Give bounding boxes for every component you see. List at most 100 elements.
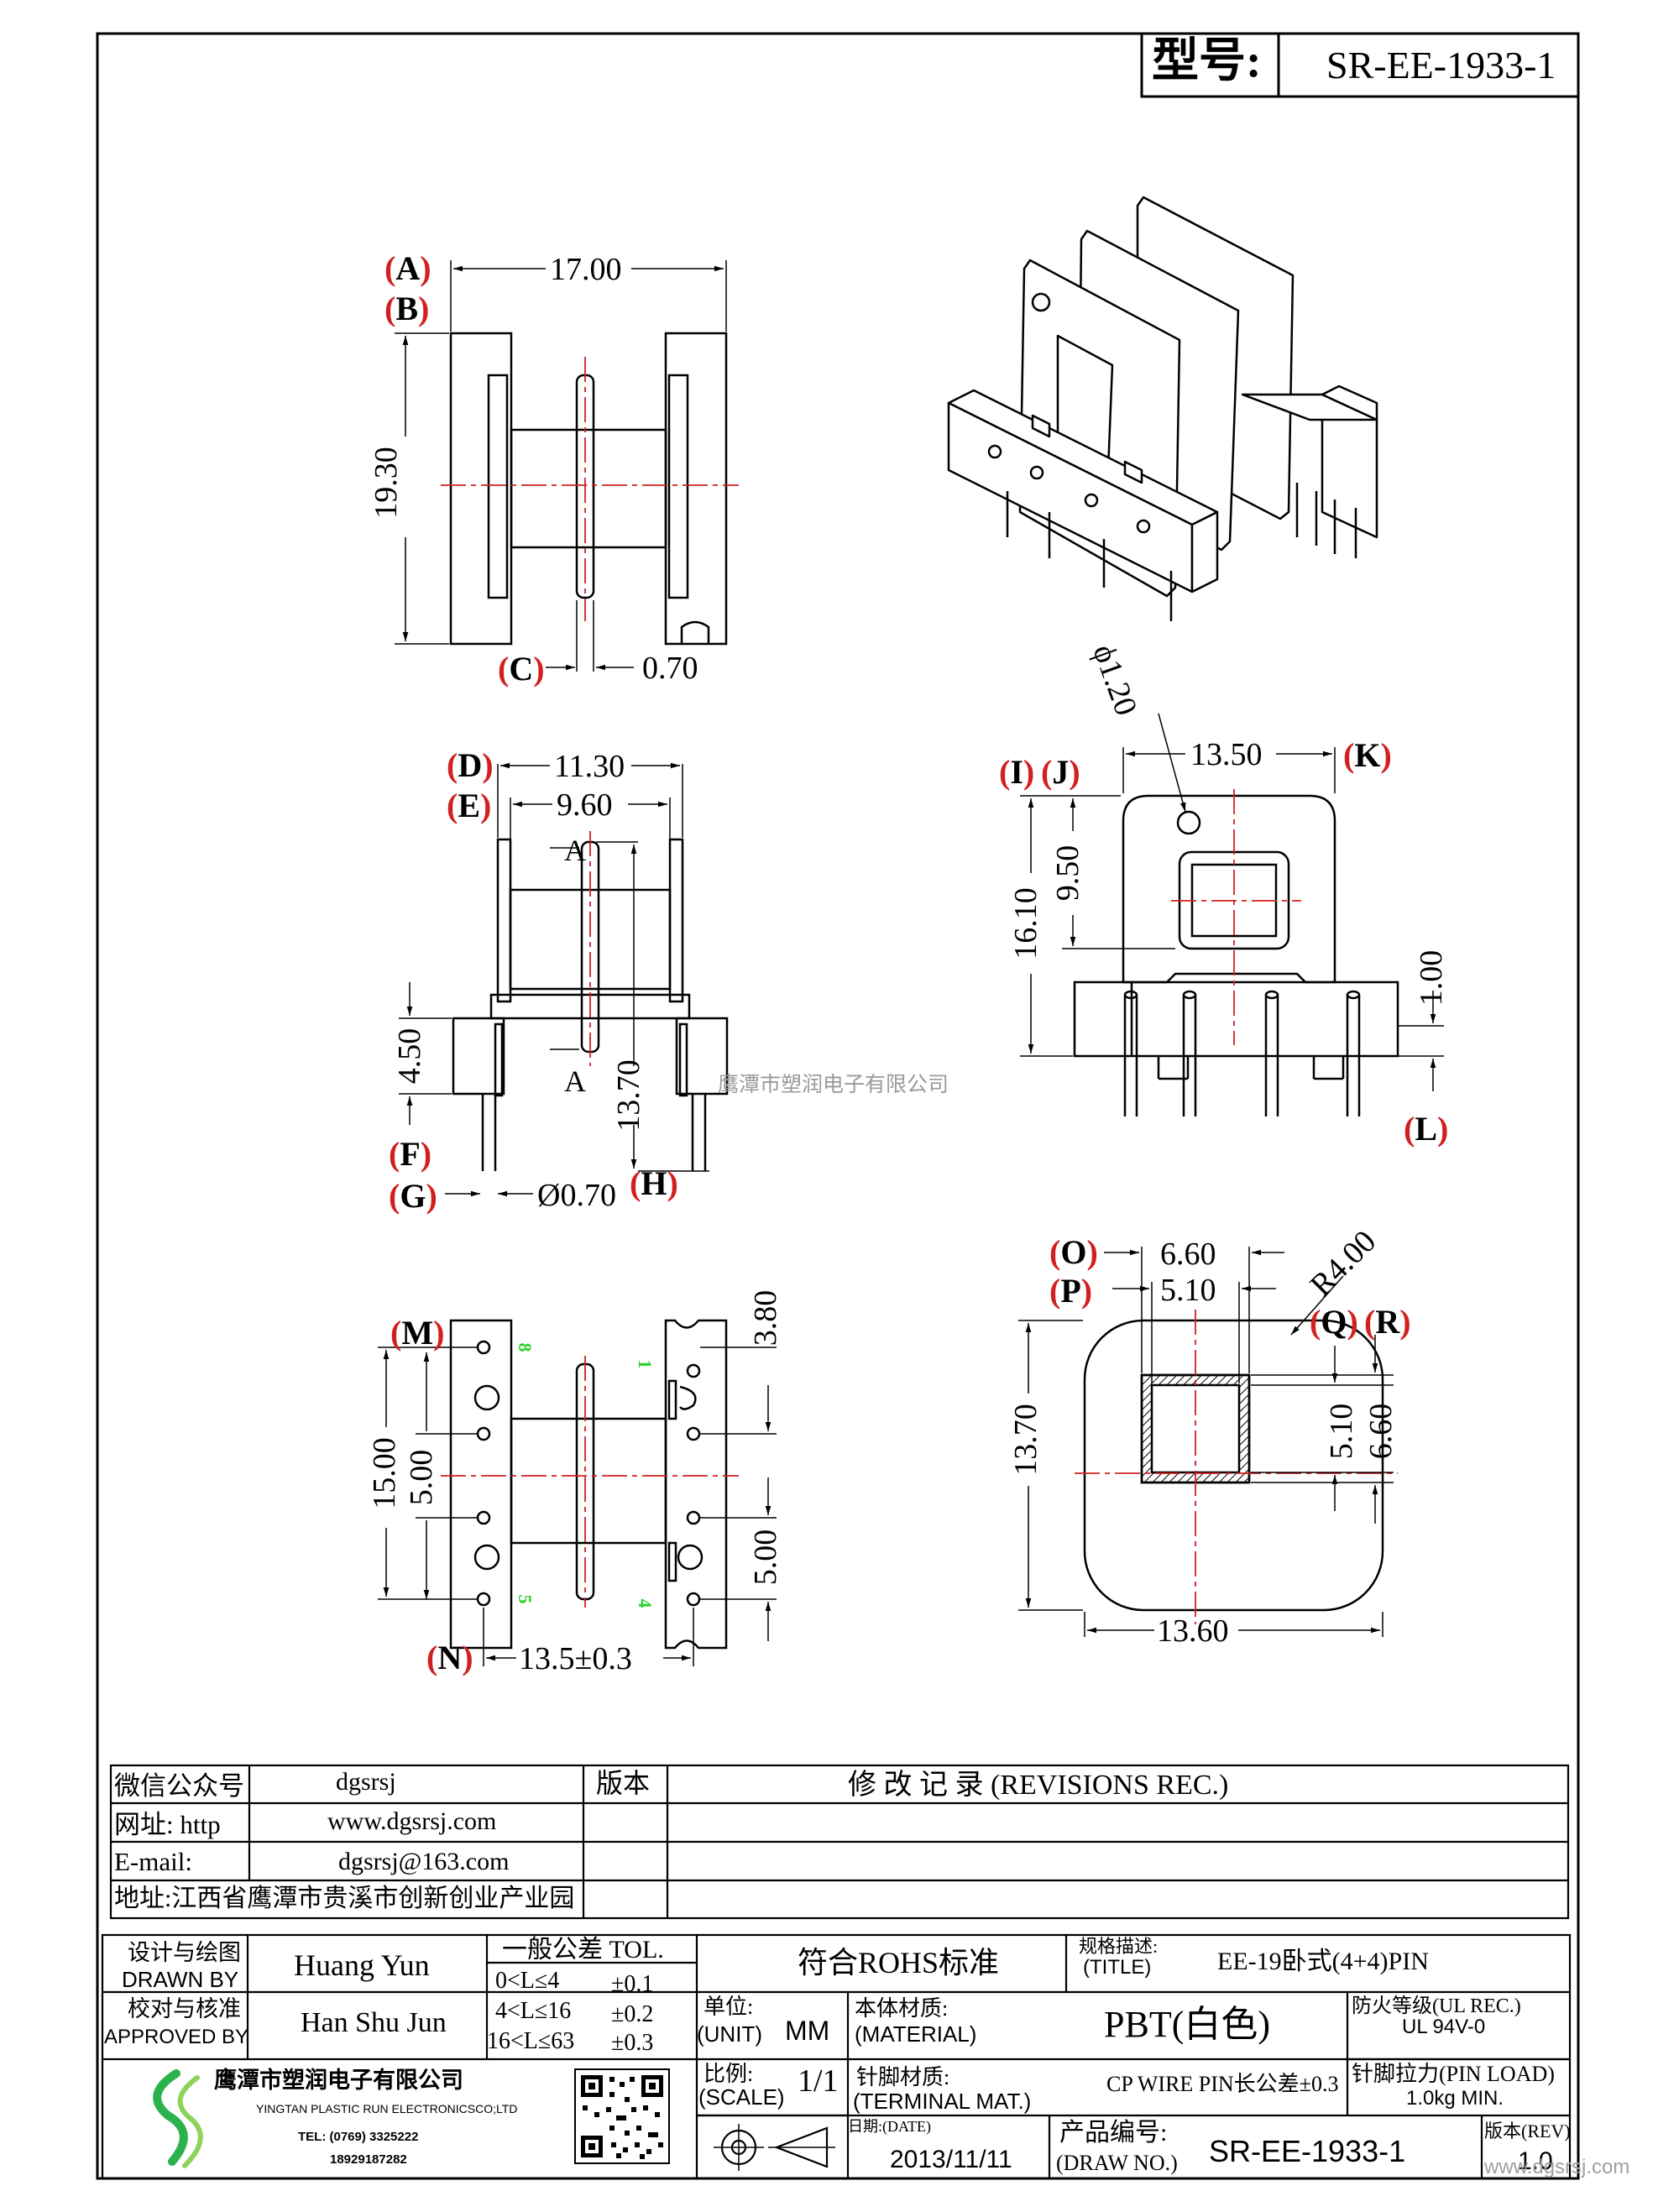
- title-block: [101, 1933, 1572, 2180]
- rev-label: 版本(REV): [1484, 2120, 1571, 2141]
- material-cn: 本体材质:: [855, 1996, 949, 2021]
- marker-e: (E): [447, 787, 492, 824]
- title-en: (TITLE): [1083, 1956, 1152, 1979]
- dim-15-00: 15.00: [367, 1437, 402, 1509]
- marker-g: (G): [389, 1177, 437, 1215]
- marker-o: (O): [1049, 1233, 1098, 1271]
- marker-m: (M): [390, 1314, 445, 1352]
- revisions-title: 修 改 记 录 (REVISIONS REC.): [848, 1770, 1229, 1801]
- dim-4-50: 4.50: [392, 1028, 427, 1085]
- marker-l: (L): [1404, 1110, 1449, 1148]
- terminal-en: (TERMINAL MAT.): [853, 2089, 1032, 2114]
- dim-16-10: 16.10: [1008, 887, 1043, 960]
- title-value: EE-19卧式(4+4)PIN: [1217, 1948, 1429, 1975]
- dim-9-60: 9.60: [557, 787, 613, 823]
- company-name-cn: 鹰潭市塑润电子有限公司: [214, 2068, 463, 2093]
- dim-19-30: 19.30: [369, 447, 404, 519]
- site-watermark: www.dgsrsj.com: [1484, 2156, 1630, 2178]
- scale-cn: 比例:: [704, 2062, 754, 2086]
- ul-value: UL 94V-0: [1402, 2016, 1486, 2038]
- approved-by-name: Han Shu Jun: [301, 2007, 447, 2038]
- scale-en: (SCALE): [698, 2084, 785, 2110]
- dim-9-50: 9.50: [1050, 845, 1085, 902]
- company-tel: TEL: (0769) 3325222: [298, 2130, 419, 2144]
- marker-i: (I): [999, 753, 1035, 791]
- top-view: [395, 260, 739, 672]
- model-box: [1140, 32, 1580, 98]
- marker-n: (N): [426, 1639, 473, 1676]
- revisions-version-label: 版本: [596, 1768, 651, 1798]
- tol-range-2: 4<L≤16: [495, 1998, 572, 2024]
- dim-17-00: 17.00: [550, 252, 622, 287]
- company-mobile: 18929187282: [330, 2152, 407, 2167]
- address: 地址:江西省鹰潭市贵溪市创新创业产业园: [114, 1885, 575, 1912]
- drawn-by-en: DRAWN BY: [122, 1967, 239, 1992]
- iso-view: [947, 196, 1378, 621]
- tol-range-3: 16<L≤63: [487, 2028, 575, 2054]
- dim-5-00-right: 5.00: [748, 1529, 783, 1586]
- bottom-view: [378, 1319, 777, 1666]
- front-view: [1020, 713, 1444, 1116]
- dim-1-00: 1.00: [1414, 949, 1449, 1007]
- dim-0-70: 0.70: [642, 651, 698, 686]
- approved-by-en: APPROVED BY: [104, 2026, 249, 2048]
- title-cn: 规格描述:: [1079, 1936, 1159, 1957]
- qr-code: [574, 2068, 670, 2164]
- dim-5-00-left: 5.00: [404, 1449, 439, 1506]
- email-value: dgsrsj@163.com: [338, 1848, 510, 1875]
- dim-6-60-vert: 6.60: [1363, 1403, 1399, 1460]
- draw-no-cn: 产品编号:: [1059, 2119, 1168, 2147]
- draw-no-en: (DRAW NO.): [1056, 2151, 1178, 2175]
- pin-label-1: 1: [635, 1359, 656, 1369]
- marker-r: (R): [1364, 1303, 1411, 1341]
- terminal-cn: 针脚材质:: [856, 2065, 950, 2089]
- pin-label-5: 5: [515, 1594, 536, 1604]
- dim-5-10: 5.10: [1160, 1273, 1216, 1308]
- pin-load-label: 针脚拉力(PIN LOAD): [1352, 2062, 1555, 2086]
- tol-value-2: ±0.2: [611, 2001, 654, 2027]
- dim-13-60: 13.60: [1157, 1613, 1229, 1649]
- website-value: www.dgsrsj.com: [327, 1807, 497, 1835]
- dim-13-5: 13.5±0.3: [519, 1641, 632, 1676]
- unit-en: (UNIT): [697, 2021, 762, 2047]
- section-mark-bottom: A: [564, 1064, 586, 1098]
- pin-load-value: 1.0kg MIN.: [1406, 2087, 1504, 2110]
- marker-k: (K): [1343, 736, 1392, 774]
- watermark: 鹰潭市塑润电子有限公司: [718, 1073, 949, 1096]
- marker-p: (P): [1049, 1272, 1093, 1310]
- sheet-border: [96, 32, 1580, 2180]
- dim-6-60: 6.60: [1160, 1237, 1216, 1272]
- terminal-value: CP WIRE PIN长公差±0.3: [1106, 2072, 1339, 2096]
- rohs-statement: 符合ROHS标准: [798, 1946, 1000, 1979]
- drawn-by-name: Huang Yun: [294, 1948, 430, 1982]
- section-mark-top: A: [564, 834, 586, 867]
- material-en: (MATERIAL): [855, 2021, 977, 2047]
- company-logo: [153, 2069, 203, 2168]
- marker-f: (F): [389, 1135, 432, 1173]
- marker-a: (A): [384, 249, 432, 287]
- date-value: 2013/11/11: [890, 2146, 1012, 2173]
- section-view: [1018, 1247, 1398, 1637]
- tolerance-title: 一般公差 TOL.: [502, 1936, 664, 1964]
- dim-3-80: 3.80: [748, 1289, 783, 1347]
- model-number: SR-EE-1933-1: [1326, 44, 1556, 86]
- marker-c: (C): [498, 650, 545, 688]
- email-label: E-mail:: [114, 1847, 192, 1876]
- unit-value: MM: [785, 2016, 830, 2046]
- side-view: [399, 762, 729, 1197]
- dim-13-50: 13.50: [1190, 737, 1263, 772]
- pin-label-4: 4: [635, 1598, 656, 1608]
- approved-by-cn: 校对与核准: [128, 1996, 241, 2021]
- marker-q: (Q): [1310, 1303, 1358, 1341]
- ul-label: 防火等级(UL REC.): [1352, 1995, 1521, 2017]
- dim-5-10-vert: 5.10: [1324, 1403, 1359, 1460]
- draw-no-value: SR-EE-1933-1: [1209, 2134, 1406, 2168]
- wechat-label: 微信公众号: [114, 1771, 244, 1801]
- drawn-by-cn: 设计与绘图: [128, 1940, 241, 1965]
- dim-pin-dia: Ø0.70: [537, 1178, 616, 1213]
- date-label: 日期:(DATE): [848, 2118, 931, 2135]
- dim-13-70-pin: 13.70: [611, 1059, 646, 1132]
- contact-table: [109, 1764, 1570, 1920]
- marker-h: (H): [630, 1164, 678, 1202]
